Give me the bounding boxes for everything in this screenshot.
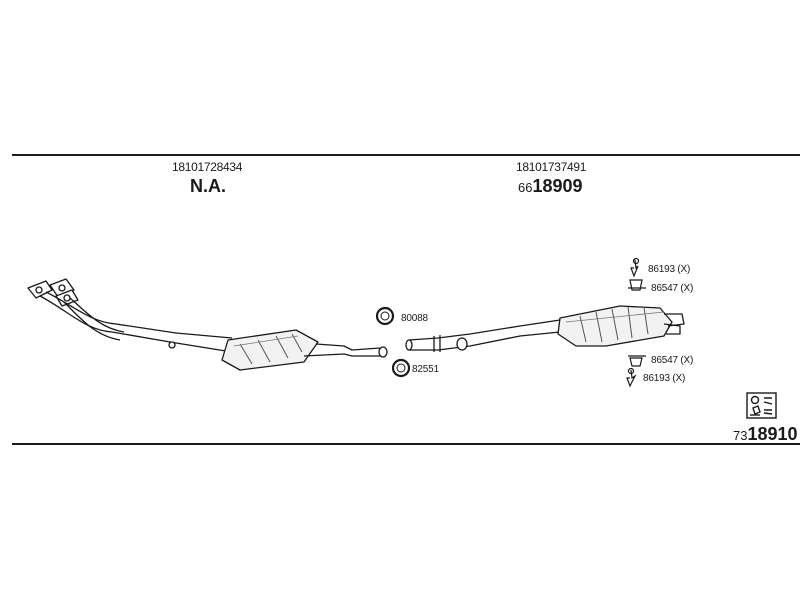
- mounting-kit-icon: [746, 392, 777, 419]
- bottom-divider: [12, 443, 800, 445]
- gasket-top-number: 80088: [401, 313, 428, 324]
- kit-part-label: 7318910: [733, 425, 798, 444]
- top-divider: [12, 154, 800, 156]
- kit-part-number: 18910: [747, 424, 798, 444]
- gasket-bottom-drawing: [391, 358, 411, 378]
- rear-silencer-part-prefix: 66: [518, 180, 533, 195]
- hanger-rubber-1-number: 86193 (X): [648, 264, 691, 275]
- hanger-bracket-1-number: 86547 (X): [651, 283, 694, 294]
- front-pipe-part-number: N.A.: [190, 176, 226, 196]
- rear-silencer-part-number: 18909: [532, 176, 583, 196]
- gasket-top-drawing: [375, 306, 395, 326]
- hanger-rubber-1-drawing: [630, 257, 640, 278]
- hanger-bracket-2-number: 86547 (X): [651, 355, 694, 366]
- gasket-bottom-number: 82551: [412, 364, 439, 375]
- kit-part-prefix: 73: [733, 428, 748, 443]
- hanger-rubber-2-number: 86193 (X): [643, 373, 686, 384]
- rear-silencer-part-label: 6618909: [518, 177, 583, 196]
- rear-silencer-oe-number: 18101737491: [516, 160, 587, 174]
- hanger-bracket-2-drawing: [628, 355, 646, 367]
- front-pipe-drawing: [27, 278, 388, 371]
- rear-silencer-drawing: [405, 305, 685, 352]
- hanger-bracket-1-drawing: [628, 279, 646, 291]
- hanger-rubber-2-drawing: [626, 367, 637, 388]
- front-pipe-oe-number: 18101728434: [172, 160, 243, 174]
